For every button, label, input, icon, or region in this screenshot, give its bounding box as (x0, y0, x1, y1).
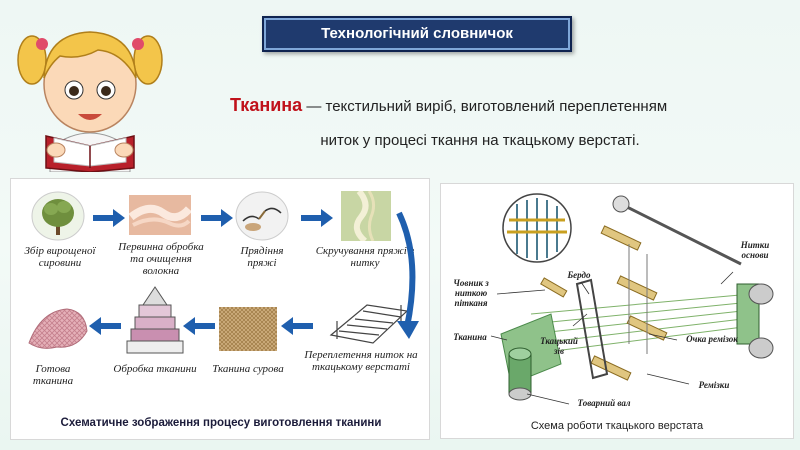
arrow-left-icon (89, 317, 121, 335)
label-heddle-eyes: Очка ремізок (686, 334, 738, 344)
definition-term: Тканина (230, 95, 303, 115)
step-label-2: Первинна обробка та очищення волокна (118, 241, 204, 277)
girl-reading-illustration (17, 31, 163, 172)
arrow-left-icon (183, 317, 215, 335)
fiber-image (129, 195, 191, 235)
step-label-6: Тканина сурова (212, 363, 284, 375)
step-label-1: Збір вирощеної сировини (24, 245, 96, 269)
loom-drawing (490, 193, 774, 405)
arrow-right-icon (301, 209, 333, 227)
loom-caption: Схема роботи ткацького верстата (530, 420, 704, 432)
label-warp-threads: Нитки основи (740, 240, 770, 260)
step-label-3: Прядіння пряжі (240, 245, 284, 269)
label-heddles: Ремізки (698, 380, 730, 390)
step-label-5: Переплетення ниток на ткацькому верстаті (304, 349, 418, 373)
label-cloth-beam: Товарний вал (577, 398, 631, 408)
page-title: Технологічний словничок (262, 16, 572, 52)
definition-line2: ниток у процесі ткання на ткацькому верс… (320, 132, 640, 149)
arrow-curved-down-icon (396, 211, 419, 339)
arrow-right-icon (201, 209, 233, 227)
finished-fabric-image (28, 308, 88, 349)
arrow-left-icon (281, 317, 313, 335)
loom-diagram: Бердо Човник з ниткою пітканя Нитки осно… (440, 183, 794, 439)
label-fabric: Тканина (453, 332, 487, 342)
raw-material-image (31, 191, 85, 241)
process-diagram: Збір вирощеної сировини Первинна обробка… (10, 178, 430, 440)
arrow-right-icon (93, 209, 125, 227)
step-label-8: Готова тканина (32, 363, 74, 387)
fabric-processing-image (126, 286, 184, 354)
step-label-7: Обробка тканини (113, 363, 197, 375)
spinning-image (235, 191, 289, 241)
step-label-4: Скручування пряжі в нитку (315, 245, 415, 269)
twisting-image (341, 191, 391, 241)
raw-fabric-image (219, 307, 277, 351)
definition-line1: — текстильний виріб, виготовлений перепл… (302, 98, 668, 115)
label-shed: Ткацький зів (540, 336, 578, 356)
label-shuttle: Човник з ниткою пітканя (453, 278, 489, 308)
process-caption: Схематичне зображення процесу виготовлен… (60, 417, 382, 429)
label-bardo: Бердо (567, 270, 591, 280)
definition-text: Тканина — текстильний виріб, виготовлени… (230, 88, 720, 158)
